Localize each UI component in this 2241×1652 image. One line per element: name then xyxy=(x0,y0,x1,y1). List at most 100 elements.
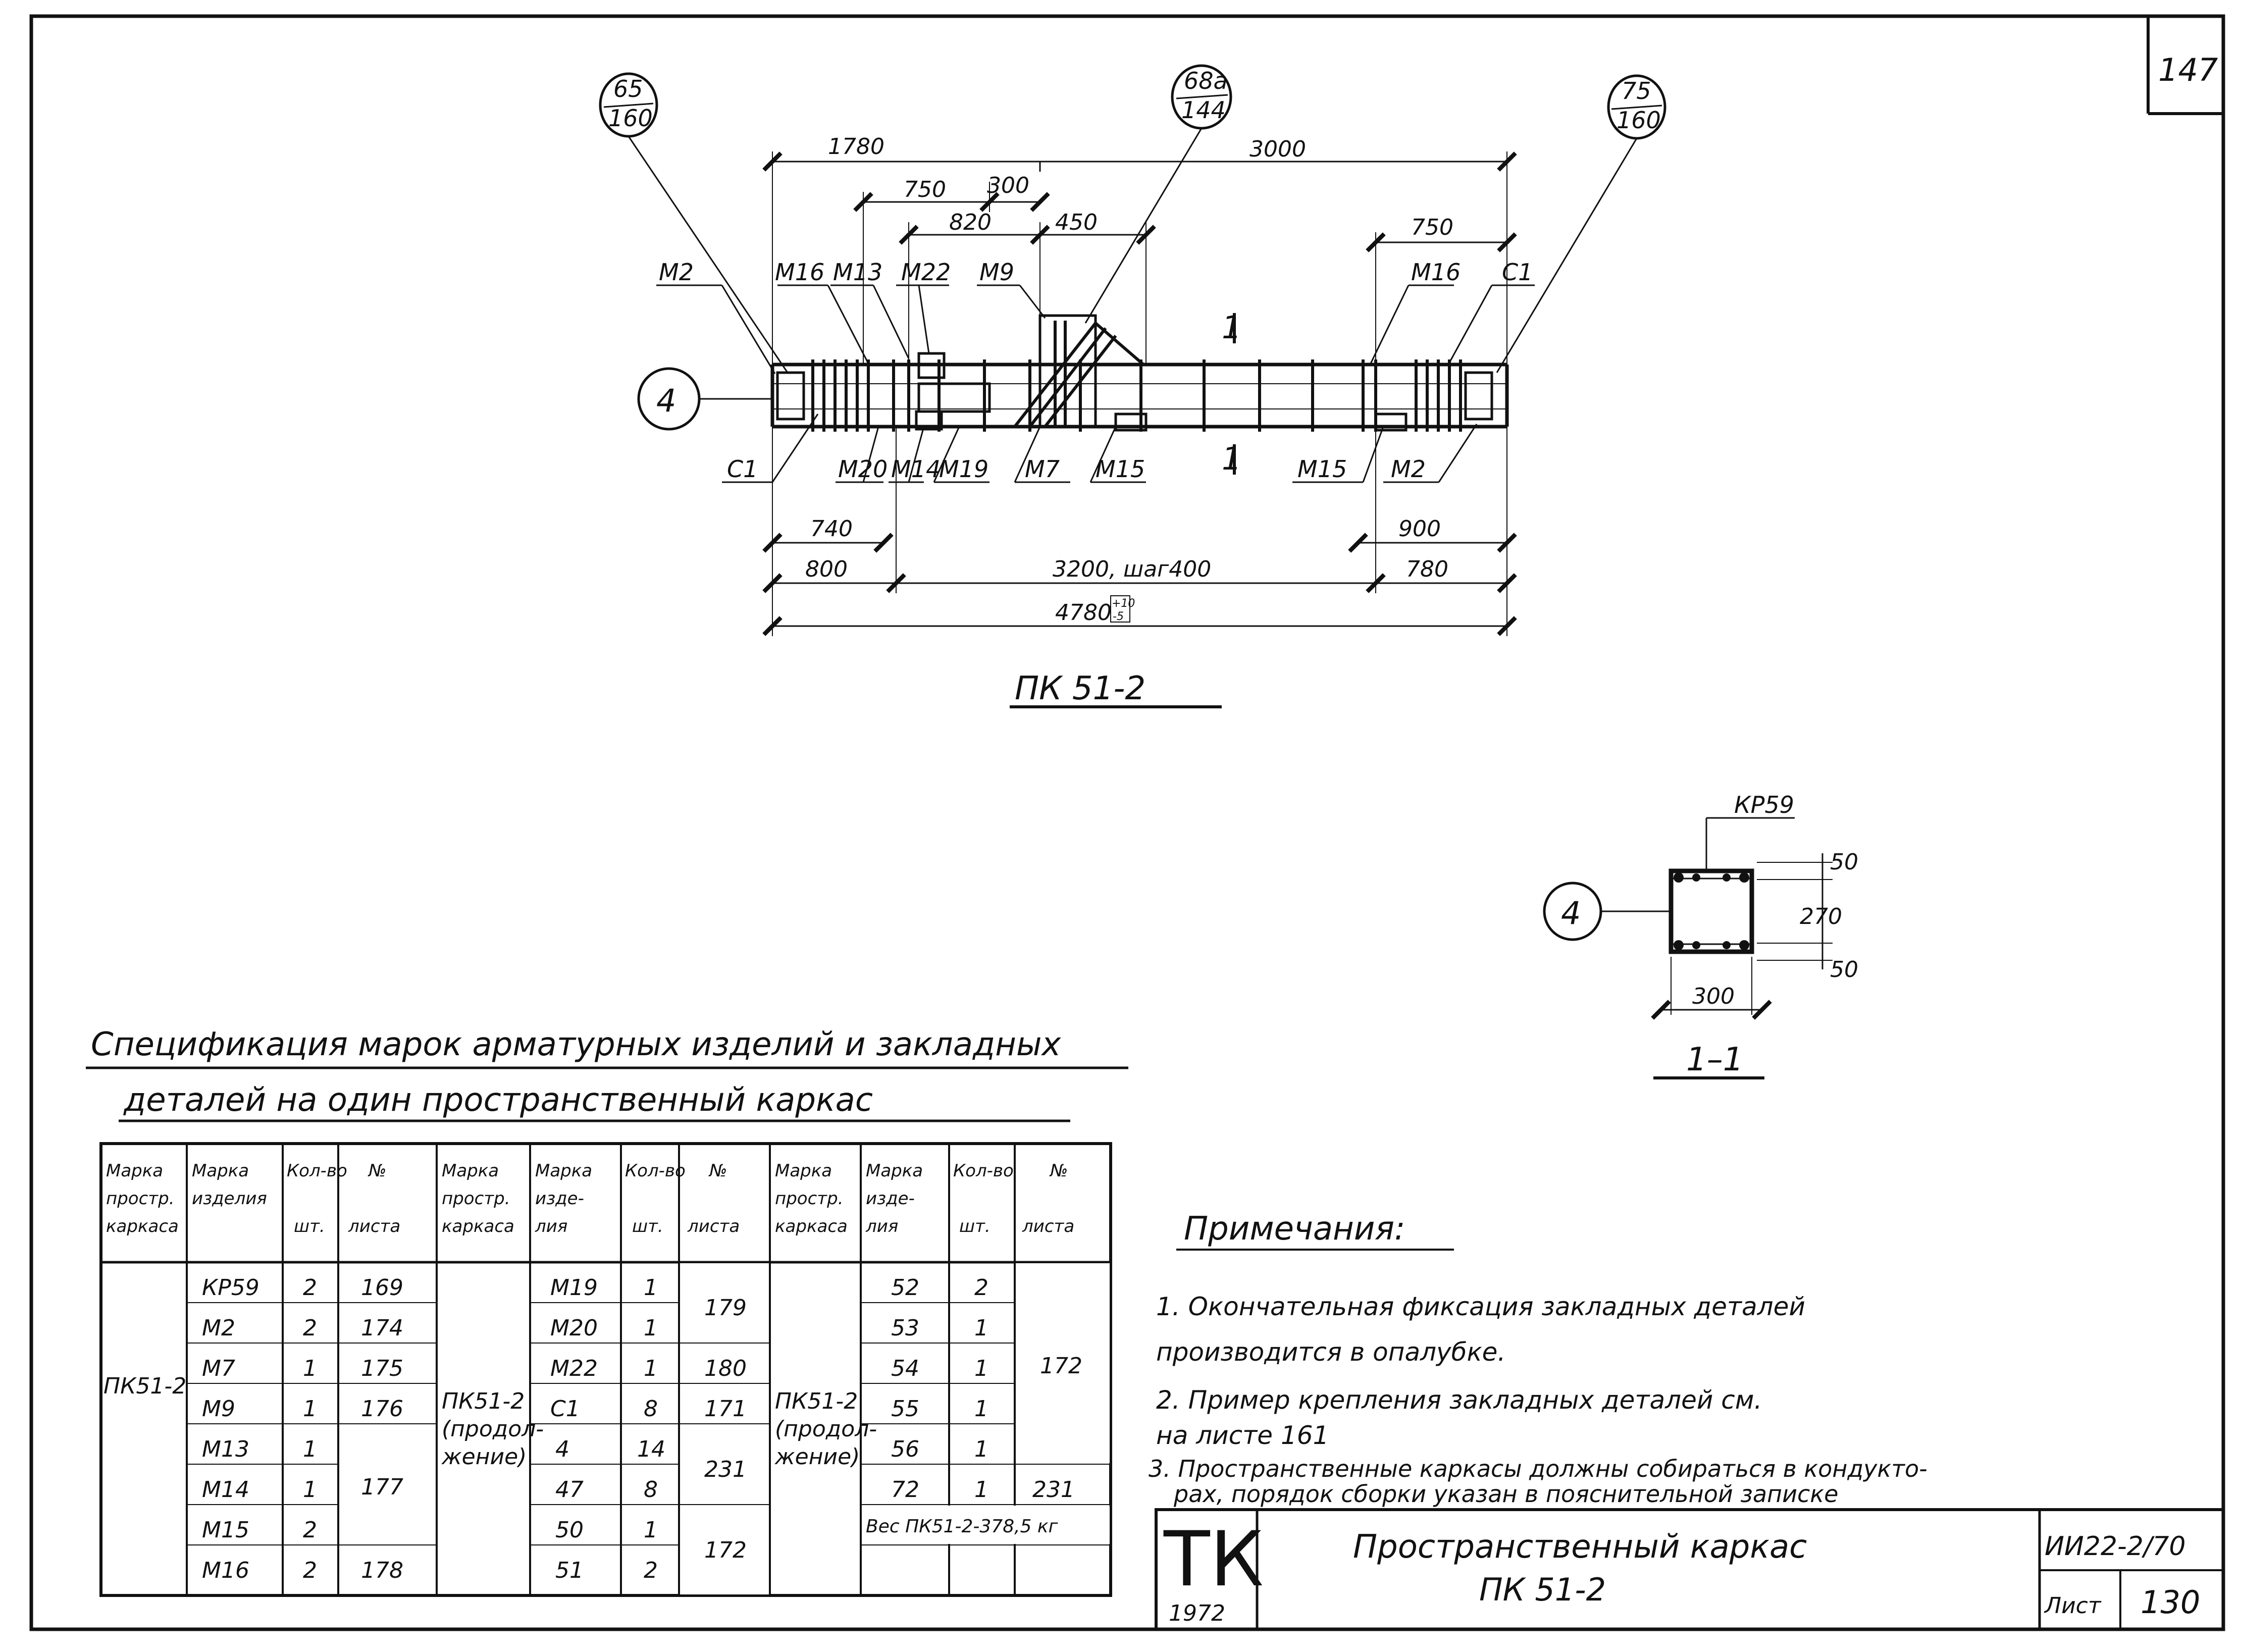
svg-text:М15: М15 xyxy=(202,1517,249,1543)
stamp-sheet-label: Лист xyxy=(2044,1593,2102,1619)
svg-text:простр.: простр. xyxy=(442,1189,510,1209)
svg-text:М16: М16 xyxy=(202,1558,249,1583)
stamp-series: ИИ22-2/70 xyxy=(2045,1531,2186,1562)
svg-text:1: 1 xyxy=(644,1315,658,1341)
svg-text:Марка: Марка xyxy=(535,1161,592,1181)
svg-text:65: 65 xyxy=(613,75,643,102)
svg-text:каркаса: каркаса xyxy=(775,1216,848,1236)
spec-title-line2: деталей на один пространственный каркас xyxy=(123,1081,873,1119)
svg-text:С1: С1 xyxy=(550,1396,580,1422)
svg-text:М14: М14 xyxy=(202,1477,249,1503)
svg-text:Марка: Марка xyxy=(106,1161,163,1181)
note-3a: 3. Пространственные каркасы должны собир… xyxy=(1149,1455,1927,1482)
svg-text:51: 51 xyxy=(555,1558,584,1583)
label-m16-right: М16 xyxy=(1411,259,1461,286)
svg-text:Марка: Марка xyxy=(442,1161,499,1181)
svg-text:1: 1 xyxy=(974,1477,988,1503)
stamp-year: 1972 xyxy=(1169,1601,1225,1626)
svg-text:изделия: изделия xyxy=(192,1189,267,1209)
dim-4780: 4780 xyxy=(1055,600,1112,626)
note-2b: на листе 161 xyxy=(1156,1421,1329,1450)
tolerance-plus: +10 xyxy=(1112,597,1135,610)
spec-table: Спецификация марок арматурных изделий и … xyxy=(86,1026,1128,1597)
svg-text:1: 1 xyxy=(303,1477,317,1503)
svg-text:1: 1 xyxy=(974,1396,988,1422)
svg-text:1: 1 xyxy=(303,1436,317,1462)
svg-text:изде-: изде- xyxy=(866,1189,915,1209)
svg-text:Марка: Марка xyxy=(775,1161,832,1181)
spec-frame-g3: ПК51-2 xyxy=(775,1388,858,1414)
notes: Примечания: 1. Окончательная фиксация за… xyxy=(1149,1210,1927,1508)
section-position-marker: 4 xyxy=(1561,895,1581,932)
svg-text:М7: М7 xyxy=(202,1356,235,1381)
svg-text:шт.: шт. xyxy=(959,1216,991,1236)
svg-text:жение): жение) xyxy=(441,1444,527,1470)
dim-450: 450 xyxy=(1055,210,1098,235)
label-m9: М9 xyxy=(979,259,1014,286)
position-marker-4: 4 xyxy=(637,367,772,431)
spec-g2-sheet-179: 179 xyxy=(704,1295,747,1321)
svg-text:№: № xyxy=(1049,1161,1068,1181)
label-c1-left: С1 xyxy=(727,455,758,483)
svg-text:(продол-: (продол- xyxy=(775,1416,877,1442)
svg-text:1: 1 xyxy=(974,1436,988,1462)
label-m19: М19 xyxy=(939,455,988,483)
spec-g2-sheet-231: 231 xyxy=(704,1457,747,1482)
dim-750-right: 750 xyxy=(1411,215,1453,240)
label-c1-right: С1 xyxy=(1502,259,1533,286)
svg-text:1: 1 xyxy=(644,1517,658,1543)
svg-text:2: 2 xyxy=(303,1517,317,1543)
svg-text:175: 175 xyxy=(361,1356,403,1381)
svg-text:56: 56 xyxy=(891,1436,919,1462)
section-dim-50-bottom: 50 xyxy=(1830,957,1858,983)
svg-text:М22: М22 xyxy=(550,1356,598,1381)
svg-text:М2: М2 xyxy=(202,1315,235,1341)
spec-title-line1: Спецификация марок арматурных изделий и … xyxy=(91,1026,1062,1063)
svg-text:1: 1 xyxy=(303,1356,317,1381)
svg-text:174: 174 xyxy=(361,1315,403,1341)
svg-text:1: 1 xyxy=(303,1396,317,1422)
label-m14: М14 xyxy=(891,455,941,483)
spec-g3-sheet-231: 231 xyxy=(1032,1477,1075,1503)
spec-group3: 52 53 54 55 56 72 2 1 1 1 1 1 xyxy=(891,1275,988,1503)
page-number-box: 147 xyxy=(2147,16,2223,115)
section-1-1: КР59 4 50 270 50 300 1–1 xyxy=(1543,791,1858,1079)
spec-frame-g1: ПК51-2 xyxy=(103,1373,186,1399)
page-number: 147 xyxy=(2158,51,2218,88)
svg-text:№: № xyxy=(368,1161,386,1181)
stamp-subtitle: ПК 51-2 xyxy=(1479,1571,1606,1608)
svg-text:М9: М9 xyxy=(202,1396,235,1422)
title-block: ТК 1972 Пространственный каркас ПК 51-2 … xyxy=(1155,1508,2225,1631)
svg-text:М19: М19 xyxy=(550,1275,598,1301)
svg-text:14: 14 xyxy=(637,1436,665,1462)
section-dim-50-top: 50 xyxy=(1830,849,1858,875)
spec-frame-g2: ПК51-2 xyxy=(442,1388,525,1414)
section-cut-bottom: 1 xyxy=(1222,440,1241,477)
label-m15-right: М15 xyxy=(1297,455,1347,483)
svg-text:Кол-во: Кол-во xyxy=(625,1161,686,1181)
svg-text:1: 1 xyxy=(974,1315,988,1341)
dim-800: 800 xyxy=(805,556,848,582)
svg-text:листа: листа xyxy=(348,1216,400,1236)
svg-text:простр.: простр. xyxy=(106,1189,175,1209)
svg-text:8: 8 xyxy=(644,1396,658,1422)
callout-65-160: 65 160 xyxy=(599,72,789,373)
part-labels-top xyxy=(656,284,1535,374)
section-dim-270: 270 xyxy=(1800,904,1842,930)
section-title: 1–1 xyxy=(1686,1041,1743,1078)
spec-g2-sheet-172: 172 xyxy=(704,1537,747,1563)
svg-text:изде-: изде- xyxy=(535,1189,584,1209)
dim-780: 780 xyxy=(1406,556,1448,582)
callout-68a-144: 68а 144 xyxy=(1084,64,1232,324)
stamp-logo-tk: ТК xyxy=(1163,1516,1264,1604)
svg-text:Кол-во: Кол-во xyxy=(287,1161,347,1181)
svg-text:2: 2 xyxy=(303,1315,317,1341)
svg-text:72: 72 xyxy=(891,1477,919,1503)
dim-900: 900 xyxy=(1398,516,1441,542)
svg-text:68а: 68а xyxy=(1184,67,1228,94)
svg-text:Кол-во: Кол-во xyxy=(953,1161,1014,1181)
section-cut-top: 1 xyxy=(1222,309,1241,346)
label-m7: М7 xyxy=(1025,455,1060,483)
section-dim-300: 300 xyxy=(1692,984,1735,1009)
svg-text:160: 160 xyxy=(608,105,653,132)
